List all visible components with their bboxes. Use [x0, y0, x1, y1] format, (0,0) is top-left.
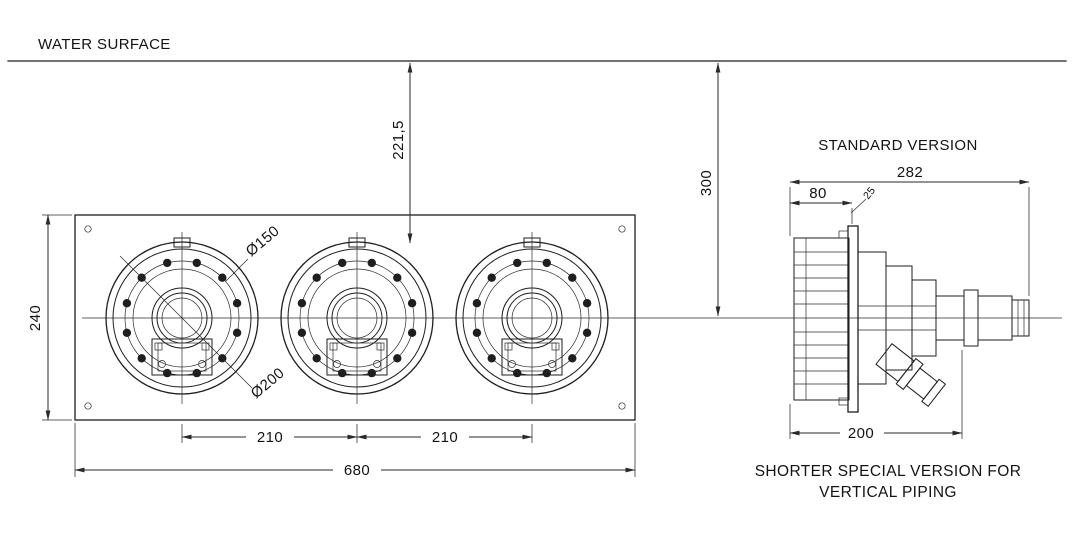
dim-200-label: 200	[848, 425, 874, 442]
caption-line-2: VERTICAL PIPING	[819, 484, 957, 501]
dim-210-left: 210	[181, 424, 358, 446]
dim-80-label: 80	[809, 185, 827, 202]
callout-dia-150: Ø150	[225, 222, 283, 282]
side-view-caption: SHORTER SPECIAL VERSION FOR VERTICAL PIP…	[755, 463, 1022, 501]
dim-300: 300	[698, 62, 721, 317]
dim-221-5-label: 221,5	[390, 120, 407, 160]
dim-25-label: 25	[861, 185, 878, 202]
dim-210-left-label: 210	[257, 429, 283, 446]
dia-200-label: Ø200	[248, 364, 288, 402]
side-view: STANDARD VERSION	[755, 137, 1030, 501]
dim-680: 680	[74, 423, 636, 479]
dim-680-label: 680	[344, 462, 370, 479]
water-surface-label: WATER SURFACE	[38, 36, 171, 53]
dim-25: 25	[850, 185, 878, 214]
dim-221-5: 221,5	[390, 62, 413, 244]
dim-240-label: 240	[27, 305, 44, 331]
dia-150-label: Ø150	[243, 222, 283, 260]
standard-version-title: STANDARD VERSION	[818, 137, 977, 154]
dim-210-right: 210	[356, 424, 533, 446]
front-view: Ø150 Ø200	[74, 214, 636, 421]
dim-300-label: 300	[698, 170, 715, 196]
side-front-body	[857, 251, 937, 385]
dim-80: 80	[789, 185, 853, 224]
side-nozzle	[935, 289, 1030, 347]
dim-282-label: 282	[897, 164, 923, 181]
dim-240: 240	[27, 214, 72, 421]
dim-210-right-label: 210	[432, 429, 458, 446]
caption-line-1: SHORTER SPECIAL VERSION FOR	[755, 463, 1022, 480]
dim-282: 282	[789, 164, 1030, 296]
dim-200: 200	[789, 350, 963, 442]
side-angled-connector	[875, 343, 947, 407]
side-rear-housing	[793, 237, 850, 401]
plate-corner-holes	[84, 225, 626, 410]
water-surface: WATER SURFACE	[7, 36, 1067, 62]
mounting-plate	[74, 214, 636, 421]
